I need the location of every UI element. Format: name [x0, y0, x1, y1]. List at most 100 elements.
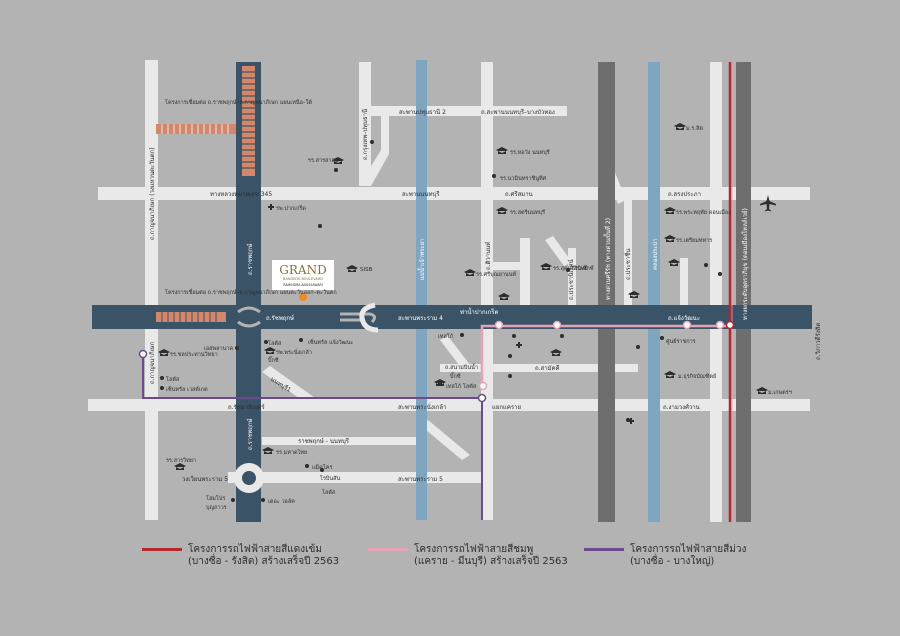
label-connector-ew: โครงการเชื่อมต่อ ถ.ราชพฤกษ์–ถ.กาญจนาภิเษ… — [165, 288, 337, 296]
school-icons — [158, 123, 768, 470]
bridge-loop — [359, 302, 379, 333]
project-logo-name: GRAND — [279, 263, 326, 277]
label-prachaniwet: ถ.ประชานิเวศน์ — [567, 259, 575, 300]
project-location-dot — [299, 293, 307, 301]
poi-dot — [636, 345, 640, 349]
interchange-mark — [237, 320, 261, 328]
label-nonthaburi-town: โรบินสัน — [320, 474, 341, 482]
road-bangkok-pathum — [359, 62, 371, 186]
connector-ns — [242, 66, 255, 176]
poi-dot — [264, 340, 268, 344]
pink-station — [682, 320, 692, 330]
road-wongwaen-rama5 — [228, 472, 482, 483]
red-station — [725, 320, 735, 330]
label-ratchaphruek-s: ถ.ราชพฤกษ์ — [246, 418, 254, 450]
poi-dot — [334, 168, 338, 172]
road-prachaniwet — [568, 248, 576, 318]
label-kanchanaphisek: ถ.กาญจนาภิเษก (วงแหวนตะวันตก) — [149, 147, 156, 240]
legend-red-detail: (บางซื่อ - รังสิต) สร้างเสร็จปี 2563 — [188, 556, 340, 567]
label-sanambin: ถ.สนามบินน้ำ — [445, 363, 478, 371]
label-sarasas: รร.สารสาสน์ — [308, 157, 339, 164]
roundabout-center — [242, 471, 256, 485]
poi-dot — [235, 346, 239, 350]
poi-dot — [460, 333, 464, 337]
poi-dot — [370, 140, 374, 144]
label-kasetsart: ม.เกษตรฯ — [768, 389, 792, 396]
label-pak-kret-pier: ท่าน้ำปากเกร็ด — [460, 306, 499, 316]
hospital-icon — [516, 342, 522, 348]
road-highway-345 — [98, 187, 810, 200]
label-saphan-bangbuathong: ถ.สะพานนนทบุรี–บางบัวทอง — [481, 108, 555, 116]
poi-dot — [508, 354, 512, 358]
label-school-4: รร.ศรีบุณยานนท์ — [476, 271, 517, 278]
project-logo-box — [272, 260, 334, 290]
connector-top-ew — [156, 124, 236, 134]
school-icon — [264, 347, 276, 354]
school-icon — [756, 387, 768, 394]
label-school-16: รร.เตรียมทหาร — [676, 237, 712, 244]
road-nonthaburi-diag — [420, 420, 470, 460]
legend-swatch-red — [142, 548, 182, 551]
label-sirat-expressway: ทางด่วนศรีรัช (ทางด่วนขั้นที่ 2) — [602, 218, 612, 300]
planned-connectors — [156, 66, 255, 322]
canal-chao-phraya — [416, 60, 427, 520]
label-rattanathibet: ถ.รัตนาธิเบศร์ — [228, 403, 265, 411]
school-icon — [262, 447, 274, 454]
label-songprapa: ถ.สรงประภา — [668, 191, 701, 198]
label-boonthavorn: บุญถาวร — [206, 505, 227, 511]
poi-dot — [231, 498, 235, 502]
road-ngamwongwan-diag — [545, 236, 572, 266]
pink-station — [494, 320, 504, 330]
poi-markers — [160, 140, 722, 502]
label-rama-hosp: รพ.พระนั่งเกล้า — [276, 348, 312, 356]
poi-dot — [299, 338, 303, 342]
label-ratchaphruek: ถ.ราชพฤกษ์ — [246, 243, 254, 275]
pink-station — [552, 320, 562, 330]
road-sanambin-link — [493, 262, 523, 270]
purple-station — [477, 393, 487, 403]
label-central-rattana2: เซ็นทรัล เวสต์เกต — [166, 385, 208, 393]
label-lotus: โลตัส — [268, 339, 282, 347]
label-tesco2: เทสโก้ โลตัส — [446, 382, 477, 390]
road-donmuang-tollway — [736, 62, 751, 522]
school-icon — [628, 291, 640, 298]
legend-pink-line: โครงการรถไฟฟ้าสายสีชมพู (แคราย - มีนบุรี… — [368, 544, 588, 574]
label-school-shad: รร.ชลประทานวิทยา — [170, 351, 218, 358]
label-khlong-prapa: คลองประปา — [652, 238, 659, 270]
pink-station — [478, 381, 488, 391]
school-icon — [346, 265, 358, 272]
school-icon — [540, 263, 552, 270]
school-icon — [668, 259, 680, 266]
poi-dot — [320, 468, 324, 472]
school-icon — [158, 349, 170, 356]
pink-station — [715, 320, 725, 330]
label-lotus3: โลตัส — [166, 375, 180, 383]
road-rattanathibet — [88, 399, 810, 411]
school-icon — [464, 269, 476, 276]
legend-pink-detail: (แคราย - มีนบุรี) สร้างเสร็จปี 2563 — [414, 556, 568, 567]
label-school-1: รร.หอวัง นนทบุรี — [510, 149, 550, 156]
label-saphan-pathum: สะพานปทุมธานี 2 — [399, 108, 446, 116]
label-central-rattana: เอสพลานาด — [204, 345, 233, 352]
project-logo-sub2: RAMINDRA-ANUSSAWARI — [283, 283, 322, 287]
label-bangkok-pathum: ถ.กรุงเทพ–ปทุมธานี — [361, 109, 369, 160]
label-connector-ns: โครงการเชื่อมต่อ ถ.ราชพฤกษ์–ถ.กาญจนาภิเษ… — [165, 98, 312, 106]
hospital-icon — [268, 204, 274, 210]
label-vibhavadi: ถ.วิภาวดีรังสิต — [814, 323, 822, 360]
label-ratchaphruek-nonthaburi: ราชพฤกษ์ - นนทบุรี — [298, 437, 350, 445]
road-ratchaphruek-diag — [262, 366, 318, 406]
poi-dot — [160, 376, 164, 380]
road-sanambinnam — [520, 238, 530, 328]
poi-dot — [718, 272, 722, 276]
poi-dot — [660, 336, 664, 340]
school-icon — [550, 349, 562, 356]
label-school-11: รร.มหาดไทย — [276, 449, 307, 456]
school-icon — [174, 463, 186, 470]
label-sri-saman: ถ.ศรีสมาน — [505, 190, 533, 198]
poi-dot — [318, 224, 322, 228]
label-makro: แม็คโคร — [312, 463, 332, 471]
label-pak-kret-hospital: รพ.ปากเกร็ด — [276, 204, 306, 212]
airplane-icon — [760, 195, 776, 212]
label-sisb: SISB — [360, 267, 373, 273]
school-icon — [496, 207, 508, 214]
